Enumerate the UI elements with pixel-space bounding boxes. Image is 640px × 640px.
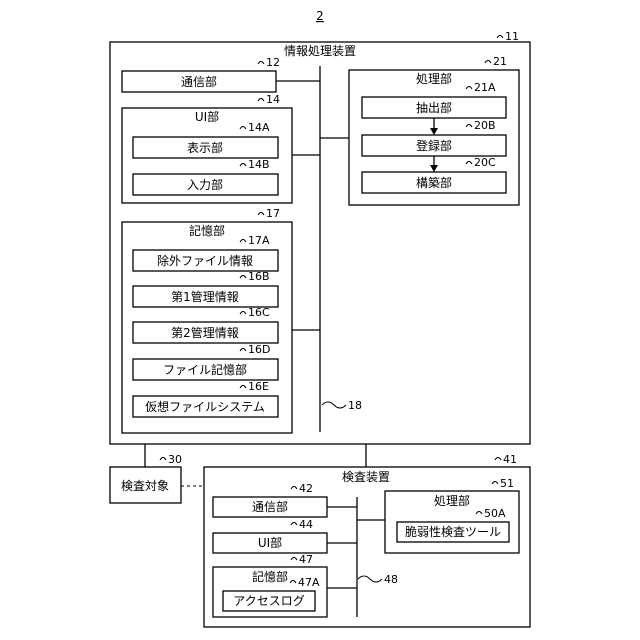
ref-21a: 21A: [474, 81, 496, 94]
ref-16d: 16D: [248, 343, 270, 356]
insp-comm-label: 通信部: [252, 499, 288, 514]
insp-ui-label: UI部: [258, 535, 282, 550]
insp-processing-label: 処理部: [434, 493, 470, 508]
ref-leader-41: [495, 458, 501, 461]
storage-item-1-label: 第1管理情報: [171, 289, 239, 304]
ref-30: 30: [168, 453, 182, 466]
target-label: 検査対象: [121, 479, 169, 493]
ref-leader-11: [497, 36, 503, 39]
info-display-label: 表示部: [187, 140, 223, 155]
ref-12: 12: [266, 56, 280, 69]
processing-item-0-label: 抽出部: [416, 100, 452, 115]
ref-16b: 16B: [248, 270, 270, 283]
ref-47: 47: [299, 553, 313, 566]
ref-20c: 20C: [474, 156, 496, 169]
ref-14b: 14B: [248, 158, 270, 171]
info-comm-label: 通信部: [181, 74, 217, 89]
ref-14a: 14A: [248, 121, 270, 134]
ref-51: 51: [500, 477, 514, 490]
ref-18: 18: [348, 399, 362, 412]
storage-item-2-label: 第2管理情報: [171, 325, 239, 340]
figure-number: 2: [316, 9, 324, 23]
ref-21: 21: [493, 55, 507, 68]
storage-item-4-label: 仮想ファイルシステム: [145, 399, 265, 414]
info-input-label: 入力部: [187, 177, 223, 192]
ref-16c: 16C: [248, 306, 270, 319]
ref-14: 14: [266, 93, 280, 106]
processing-item-2-label: 構築部: [416, 175, 452, 190]
ref-47a: 47A: [298, 576, 320, 589]
insp-storage-label: 記憶部: [252, 569, 288, 584]
ref-17: 17: [266, 207, 280, 220]
ref-16e: 16E: [248, 380, 269, 393]
storage-item-0-label: 除外ファイル情報: [157, 253, 253, 268]
inspection-device-title: 検査装置: [342, 470, 390, 484]
info-storage-label: 記憶部: [189, 223, 225, 238]
insp-tool-label: 脆弱性検査ツール: [405, 524, 501, 539]
ref-20b: 20B: [474, 119, 496, 132]
ref-41: 41: [503, 453, 517, 466]
ref-leader-30: [160, 458, 166, 461]
info-device-title: 情報処理装置: [284, 44, 356, 58]
insp-log-label: アクセスログ: [233, 594, 304, 608]
ref-44: 44: [299, 518, 313, 531]
ref-17a: 17A: [248, 234, 270, 247]
storage-item-3-label: ファイル記憶部: [163, 362, 247, 377]
ref-42: 42: [299, 482, 313, 495]
info-ui-label: UI部: [195, 109, 219, 124]
info-processing-label: 処理部: [416, 71, 452, 86]
ref-11: 11: [505, 30, 519, 43]
ref-50a: 50A: [484, 507, 506, 520]
processing-item-1-label: 登録部: [416, 138, 452, 153]
ref-48: 48: [384, 573, 398, 586]
